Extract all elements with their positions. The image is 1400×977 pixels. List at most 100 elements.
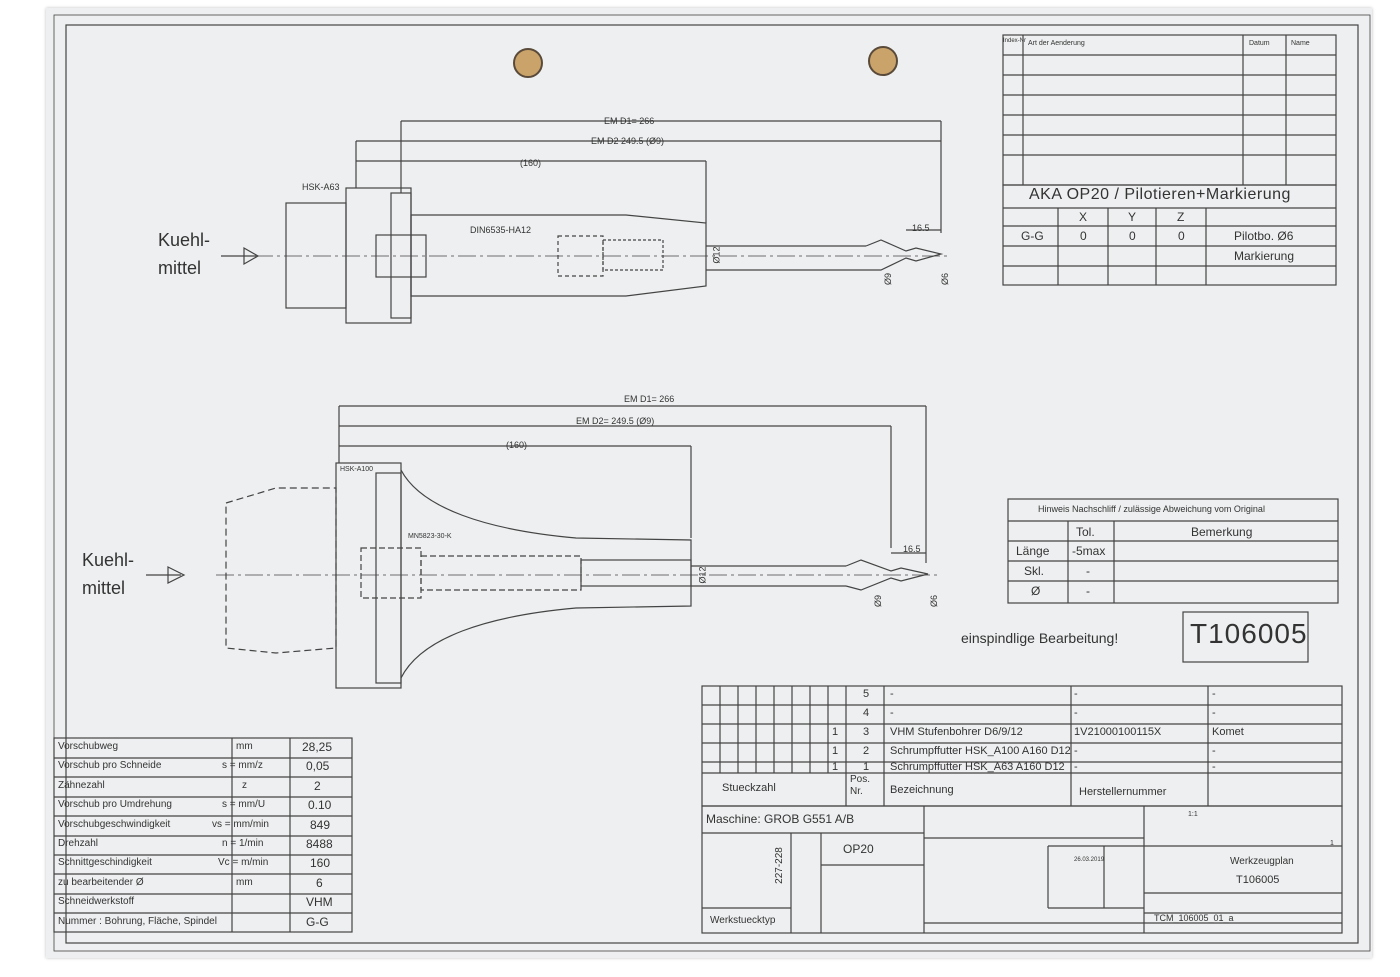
operation-label: OP20 (843, 842, 874, 856)
parts-row-maker: - (1212, 688, 1216, 700)
parts-row-desc: Schrumpffutter HSK_A100 A160 D12 (890, 745, 1071, 757)
top-d6: Ø6 (940, 272, 951, 286)
parts-header-pos: Pos. Nr. (850, 774, 871, 797)
processing-note: einspindlige Bearbeitung! (961, 630, 1119, 646)
parts-row-qty: 1 (832, 761, 839, 773)
parts-row-part: - (1074, 707, 1078, 719)
op-row-code: G-G (1021, 229, 1044, 243)
workpiece-label: Werkstuecktyp (710, 915, 776, 926)
param-label: zu bearbeitender Ø (58, 877, 144, 888)
op-col-z: Z (1177, 210, 1185, 224)
bottom-coolant-2: mittel (82, 578, 126, 598)
tool-number: T106005 (1190, 618, 1308, 649)
parts-row-maker: - (1212, 707, 1216, 719)
param-value: 160 (310, 856, 331, 870)
param-label: Vorschubgeschwindigkeit (58, 819, 171, 830)
drawing-sheet: Index-Nr Art der Aenderung Datum Name AK… (46, 8, 1372, 958)
param-label: Vorschub pro Umdrehung (58, 799, 172, 810)
top-length: (160) (520, 158, 542, 168)
param-value: 6 (316, 876, 323, 890)
parts-row-desc: Schrumpffutter HSK_A63 A160 D12 (890, 761, 1065, 773)
top-collet: DIN6535-HA12 (470, 225, 532, 235)
title-block-doc-title: Werkzeugplan (1230, 856, 1294, 867)
parts-row-part: 1V21000100115X (1074, 726, 1162, 738)
param-value: 2 (314, 779, 321, 793)
param-label: Drehzahl (58, 838, 99, 849)
title-block-sheet: 1 (1330, 840, 1334, 847)
regrind-row-tol: - (1086, 584, 1090, 598)
parts-row-desc: VHM Stufenbohrer D6/9/12 (890, 726, 1023, 738)
op-row-z: 0 (1178, 229, 1185, 243)
param-unit: Vc = m/min (218, 857, 269, 868)
regrind-row-label: Ø (1031, 584, 1041, 598)
title-block-date: 26.03.2019 (1074, 857, 1105, 863)
bottom-d12: Ø12 (697, 566, 708, 584)
param-value: 0,05 (306, 759, 330, 773)
parts-row-desc: - (890, 707, 894, 719)
bottom-em-d1: EM D1= 266 (624, 394, 675, 404)
op-row-y: 0 (1129, 229, 1136, 243)
op-row-x: 0 (1080, 229, 1087, 243)
top-coolant-1: Kuehl- (158, 230, 211, 250)
machine-label: Maschine: GROB G551 A/B (706, 812, 855, 826)
drawing-lines (53, 14, 1371, 952)
parts-row-pos: 1 (863, 761, 870, 773)
top-em-d1: EM D1= 266 (604, 116, 655, 126)
parts-row-pos: 2 (863, 745, 870, 757)
bottom-coolant-1: Kuehl- (82, 550, 135, 570)
param-label: Vorschubweg (58, 741, 119, 752)
bottom-collet: MN5823-30-K (408, 533, 452, 540)
punch-hole-left (513, 48, 543, 78)
param-value: 0.10 (308, 798, 332, 812)
top-em-d2: EM D2 249.5 (Ø9) (591, 136, 665, 146)
top-coolant-2: mittel (158, 258, 202, 278)
bottom-length: (160) (506, 440, 528, 450)
param-value: 849 (310, 818, 331, 832)
param-label: Zähnezahl (58, 780, 105, 791)
regrind-row-tol: -5max (1072, 544, 1106, 558)
param-value: G-G (306, 915, 329, 929)
param-unit: mm (236, 741, 253, 752)
parts-row-maker: - (1212, 745, 1216, 757)
param-unit: vs = mm/min (212, 819, 269, 830)
punch-hole-right (868, 46, 898, 76)
parts-row-pos: 3 (863, 726, 870, 738)
bottom-em-d2: EM D2= 249.5 (Ø9) (576, 416, 655, 426)
top-d12: Ø12 (711, 246, 722, 264)
param-label: Schneidwerkstoff (58, 896, 134, 907)
regrind-row-tol: - (1086, 564, 1090, 578)
parts-row-part: - (1074, 761, 1078, 773)
op-row2-tool: Markierung (1234, 249, 1295, 263)
param-unit: z (242, 780, 247, 791)
parts-row-pos: 4 (863, 707, 870, 719)
op-title: AKA OP20 / Pilotieren+Markierung (1029, 186, 1291, 203)
workpiece-code: 227-228 (773, 847, 785, 884)
parts-row-part: - (1074, 688, 1078, 700)
revision-change-label: Art der Aenderung (1028, 40, 1085, 47)
op-col-y: Y (1128, 210, 1137, 224)
bottom-holder: HSK-A100 (340, 466, 374, 473)
param-unit: n = 1/min (222, 838, 264, 849)
parts-row-maker: Komet (1212, 726, 1244, 738)
param-label: Nummer : Bohrung, Fläche, Spindel (58, 916, 217, 927)
parts-row-maker: - (1212, 761, 1216, 773)
param-value: VHM (306, 895, 333, 909)
revision-name-label: Name (1291, 40, 1310, 47)
param-unit: s = mm/z (222, 760, 263, 771)
param-value: 28,25 (302, 740, 333, 754)
bottom-d6: Ø6 (929, 594, 940, 608)
regrind-title: Hinweis Nachschliff / zulässige Abweichu… (1038, 504, 1265, 514)
op-col-x: X (1079, 210, 1088, 224)
parts-row-desc: - (890, 688, 894, 700)
regrind-col-tol: Tol. (1076, 525, 1095, 539)
parts-row-pos: 5 (863, 688, 870, 700)
parts-row-part: - (1074, 745, 1078, 757)
revision-date-label: Datum (1249, 40, 1270, 47)
title-block-drawing-no: TCM_106005_01_a (1154, 913, 1234, 923)
parts-header-desc: Bezeichnung (890, 784, 954, 796)
param-unit: s = mm/U (222, 799, 266, 810)
param-unit: mm (236, 877, 253, 888)
regrind-row-label: Länge (1016, 544, 1050, 558)
parts-row-qty: 1 (832, 726, 839, 738)
top-d9: Ø9 (883, 272, 894, 286)
